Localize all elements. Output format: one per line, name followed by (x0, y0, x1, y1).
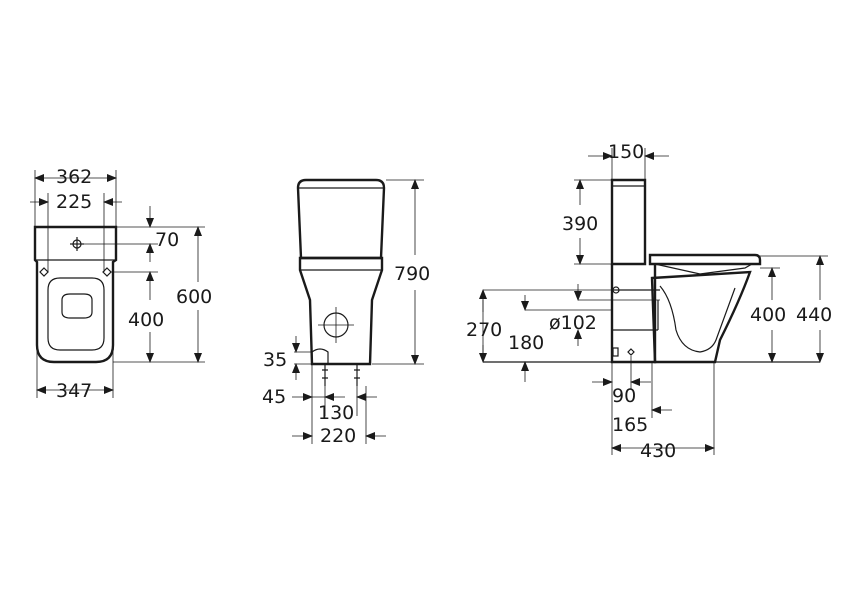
dim-90-label: 90 (612, 385, 636, 407)
dim-70-label: 70 (155, 229, 179, 251)
dim-130-label: 130 (318, 402, 354, 424)
dim-400-label: 400 (128, 309, 164, 331)
side-view: 150 390 270 180 ø102 400 440 (466, 141, 832, 462)
tank-hole-icon (72, 239, 82, 249)
dim-440-label: 440 (796, 304, 832, 326)
dim-347-label: 347 (56, 380, 92, 402)
front-view-tank (296, 178, 386, 260)
dim-225-label: 225 (56, 191, 92, 213)
dim-150-label: 150 (608, 141, 644, 163)
side-view-bowl (650, 270, 752, 364)
dim-45-label: 45 (262, 386, 286, 408)
dim-220-label: 220 (320, 425, 356, 447)
dim-102-label: ø102 (549, 312, 597, 334)
side-view-seat (648, 253, 762, 266)
dim-790-label: 790 (394, 263, 430, 285)
top-view-seat (47, 277, 105, 351)
dim-270-label: 270 (466, 319, 502, 341)
inlet-valve-icon (311, 348, 329, 364)
front-view-bowl (298, 256, 384, 366)
front-view: 790 35 45 130 220 (262, 178, 430, 447)
fixing-screw-ticks (322, 369, 360, 379)
side-view-trap (659, 285, 736, 353)
side-view-outlet (612, 289, 660, 331)
dim-430-label: 430 (640, 440, 676, 462)
side-view-body-back (610, 264, 657, 364)
dim-362-label: 362 (56, 166, 92, 188)
fixing-hole-left-icon (39, 267, 49, 277)
dim-180-label: 180 (508, 332, 544, 354)
dim-side-400-label: 400 (750, 304, 786, 326)
top-view-seat-inner (61, 293, 93, 319)
dim-165-label: 165 (612, 414, 648, 436)
side-view-inlet-mark (612, 286, 620, 294)
side-view-tank (610, 178, 647, 266)
side-view-seat-under (654, 263, 753, 275)
side-view-inlet-valve (612, 347, 619, 357)
dim-600-label: 600 (176, 286, 212, 308)
side-view-fixing-icon (627, 348, 635, 356)
top-view: 362 225 70 400 600 347 (30, 166, 212, 402)
dim-390-label: 390 (562, 213, 598, 235)
dim-35-label: 35 (263, 349, 287, 371)
